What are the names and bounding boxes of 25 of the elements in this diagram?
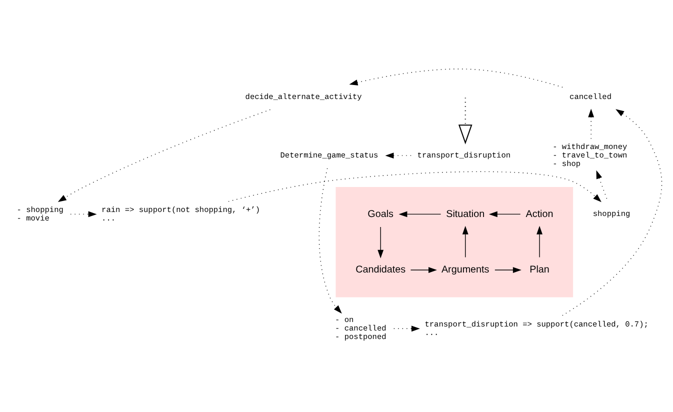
arrow <box>349 68 564 88</box>
arrow <box>410 266 437 272</box>
arrow <box>561 108 662 316</box>
arrow <box>458 97 472 144</box>
arrow <box>596 170 608 202</box>
arrow <box>536 225 542 258</box>
arrow <box>385 152 412 158</box>
node-text: Plan <box>530 264 550 276</box>
node-text: Action <box>526 208 554 220</box>
arrow <box>588 108 594 140</box>
arrow <box>318 168 342 314</box>
arrow <box>394 325 420 332</box>
node-text: Goals <box>368 208 394 220</box>
arrow <box>228 170 602 202</box>
arrow <box>58 108 271 202</box>
cluster <box>336 186 574 297</box>
arrow <box>378 226 384 258</box>
arrow <box>462 225 468 258</box>
node-text: Candidates <box>356 264 406 276</box>
node-text: Arguments <box>441 264 490 276</box>
node-text: Situation <box>446 208 485 220</box>
arrow <box>398 210 442 217</box>
arrow <box>488 210 521 217</box>
arrow <box>70 210 97 217</box>
arrow <box>494 266 522 272</box>
